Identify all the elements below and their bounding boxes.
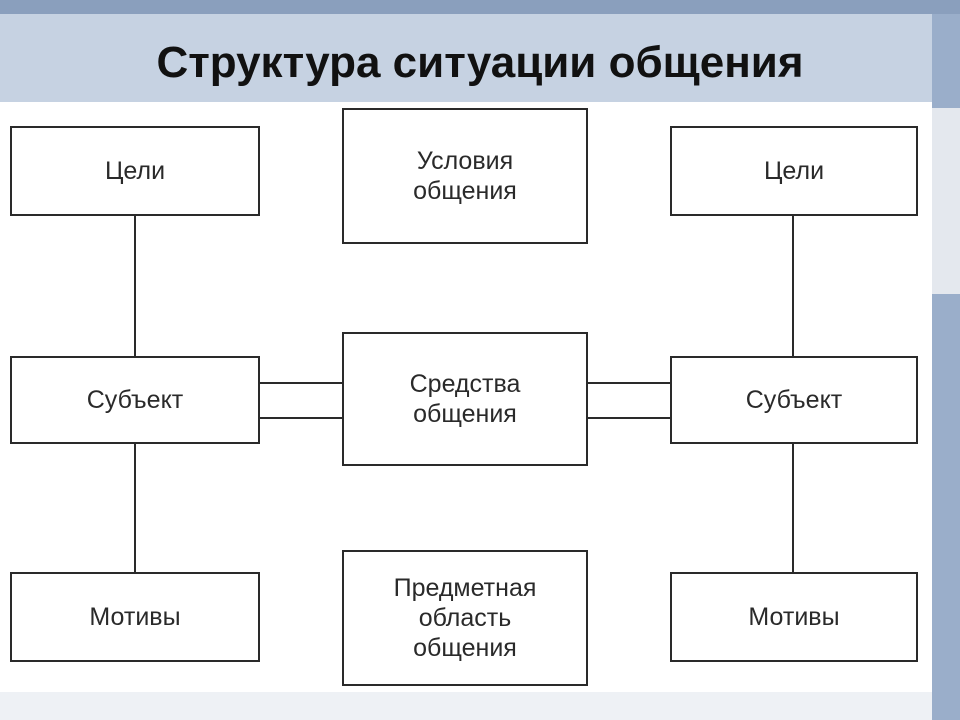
right-accent-strip-light (932, 108, 960, 294)
connector-left-subject-means-top (260, 382, 342, 384)
box-subject-area-line-1: Предметная (393, 574, 537, 602)
box-right-subject: Субъект (670, 356, 918, 444)
bottom-band (0, 692, 932, 720)
connector-right-subject-motives (792, 444, 794, 572)
box-right-goals: Цели (670, 126, 918, 216)
box-conditions-line-2: общения (413, 177, 517, 205)
box-subject-area-line-2: область (418, 604, 512, 632)
box-conditions: Условия общения (342, 108, 588, 244)
connector-left-subject-motives (134, 444, 136, 572)
box-left-motives-label: Мотивы (89, 603, 181, 631)
box-subject-area-line-3: общения (413, 634, 517, 662)
connector-means-right-subject-top (588, 382, 670, 384)
connector-left-goals-subject (134, 216, 136, 356)
top-accent-bar (0, 0, 960, 14)
connector-right-goals-subject (792, 216, 794, 356)
box-conditions-line-1: Условия (416, 147, 514, 175)
box-right-motives: Мотивы (670, 572, 918, 662)
slide-title: Структура ситуации общения (156, 38, 804, 87)
box-means-label: Средства общения (410, 369, 521, 429)
box-left-goals: Цели (10, 126, 260, 216)
box-conditions-label: Условия общения (413, 146, 517, 206)
connector-left-subject-means-bottom (260, 417, 342, 419)
box-right-goals-label: Цели (763, 157, 825, 185)
box-means-line-2: общения (413, 400, 517, 428)
box-left-subject-label: Субъект (86, 386, 184, 414)
box-left-goals-label: Цели (104, 157, 166, 185)
connector-means-right-subject-bottom (588, 417, 670, 419)
box-left-motives: Мотивы (10, 572, 260, 662)
box-right-subject-label: Субъект (745, 386, 843, 414)
box-subject-area: Предметная область общения (342, 550, 588, 686)
box-subject-area-label: Предметная область общения (394, 573, 537, 663)
box-right-motives-label: Мотивы (748, 603, 840, 631)
box-means: Средства общения (342, 332, 588, 466)
structure-diagram: Цели Субъект Мотивы Условия общения Сред… (0, 102, 932, 692)
box-means-line-1: Средства (409, 370, 521, 398)
box-left-subject: Субъект (10, 356, 260, 444)
title-band (0, 14, 932, 102)
